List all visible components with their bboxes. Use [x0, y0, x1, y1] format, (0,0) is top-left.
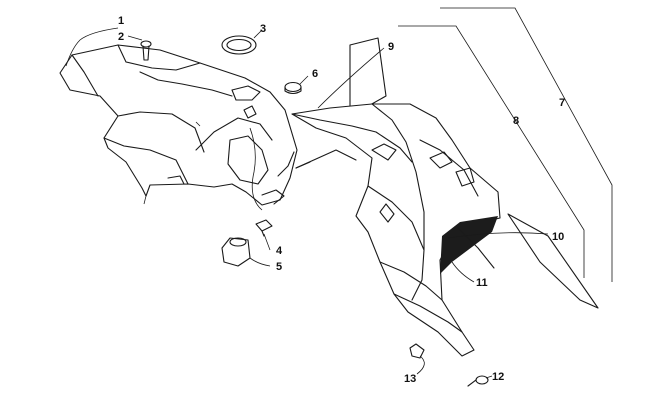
callout-10: 10 — [552, 231, 564, 243]
assembly-bracket-7 — [440, 7, 613, 282]
callout-8: 8 — [513, 115, 519, 127]
reflector-plate — [507, 213, 599, 309]
leader-lines — [65, 27, 549, 379]
callout-7: 7 — [559, 97, 565, 109]
gauge-ring — [221, 35, 257, 55]
callout-13: 13 — [404, 373, 416, 385]
clip — [255, 219, 273, 237]
callout-11: 11 — [476, 277, 488, 289]
screw — [140, 40, 152, 61]
front-hood-panel — [59, 44, 298, 206]
push-clip — [409, 343, 425, 359]
callout-9: 9 — [388, 41, 394, 53]
grommet — [284, 81, 302, 95]
callout-3: 3 — [260, 23, 266, 35]
rivet — [467, 375, 489, 387]
callout-1: 1 — [118, 15, 124, 27]
side-panel — [291, 37, 501, 357]
switch-socket — [221, 237, 251, 267]
callout-6: 6 — [312, 68, 318, 80]
callout-4: 4 — [276, 245, 283, 257]
callout-12: 12 — [492, 371, 504, 383]
assembly-bracket-8 — [398, 25, 585, 278]
callout-numbers: 1 2 3 4 5 6 7 8 9 10 11 12 13 — [118, 15, 565, 385]
callout-2: 2 — [118, 31, 124, 43]
callout-5: 5 — [276, 261, 282, 273]
